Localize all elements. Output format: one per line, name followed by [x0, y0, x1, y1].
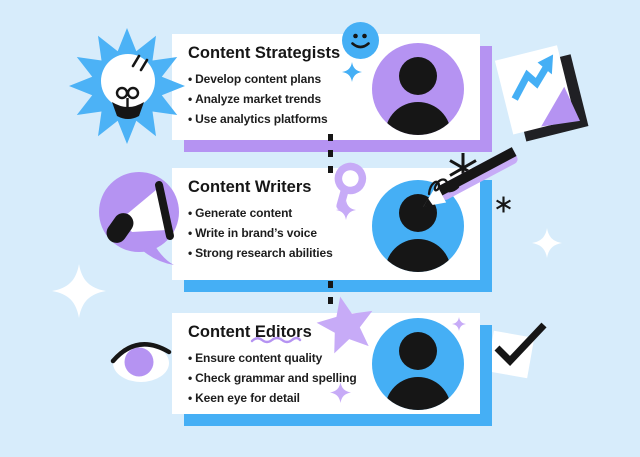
bullet-marker: •: [188, 246, 193, 260]
bullet-text: Write in brand’s voice: [195, 226, 317, 240]
asterisk-icon: [495, 196, 512, 213]
bullet-item: •Generate content: [188, 203, 480, 223]
scribble-icon: [426, 174, 462, 202]
bullet-item: •Use analytics platforms: [188, 109, 480, 129]
sparkle-icon: [330, 382, 351, 403]
bullet-text: Keen eye for detail: [195, 391, 300, 405]
avatar-torso: [385, 102, 451, 135]
sparkle-icon: [532, 228, 562, 258]
bullet-text: Generate content: [195, 206, 293, 220]
bullet-list: •Ensure content quality •Check grammar a…: [188, 348, 480, 408]
bullet-text: Strong research abilities: [195, 246, 333, 260]
dotted-connector: [328, 281, 333, 312]
sparkle-icon: [52, 264, 106, 318]
megaphone-icon: [98, 170, 182, 266]
magnifier-icon: [328, 162, 372, 212]
bullet-item: •Ensure content quality: [188, 348, 480, 368]
role-card-editors: Content Editors •Ensure content quality …: [172, 313, 480, 414]
bullet-item: •Strong research abilities: [188, 243, 480, 263]
trend-chart-icon: [477, 33, 602, 155]
avatar: [372, 318, 464, 410]
bullet-marker: •: [188, 391, 193, 405]
checkmark-icon: [492, 318, 550, 368]
role-card-strategists: Content Strategists •Develop content pla…: [172, 34, 480, 140]
bullet-text: Develop content plans: [195, 72, 322, 86]
dotted-connector: [328, 134, 333, 174]
bullet-item: •Keen eye for detail: [188, 388, 480, 408]
avatar: [372, 43, 464, 135]
sparkle-icon: [452, 317, 466, 331]
role-card-writers: Content Writers •Generate content •Write…: [172, 168, 480, 280]
bullet-item: •Analyze market trends: [188, 89, 480, 109]
card-title: Content Strategists: [188, 44, 341, 62]
bullet-marker: •: [188, 226, 193, 240]
bullet-marker: •: [188, 112, 193, 126]
card-title: Content Editors: [188, 323, 312, 341]
smiley-icon: [342, 22, 379, 59]
bullet-marker: •: [188, 72, 193, 86]
avatar-head: [399, 332, 437, 370]
bullet-marker: •: [188, 351, 193, 365]
sparkle-icon: [336, 200, 356, 220]
bullet-text: Check grammar and spelling: [195, 371, 357, 385]
sparkle-icon: [342, 62, 362, 82]
avatar-head: [399, 57, 437, 95]
squiggle-underline: [250, 334, 302, 344]
bullet-list: •Develop content plans •Analyze market t…: [188, 69, 480, 129]
bullet-text: Ensure content quality: [195, 351, 323, 365]
avatar-torso: [385, 239, 451, 272]
bullet-marker: •: [188, 92, 193, 106]
bullet-marker: •: [188, 206, 193, 220]
lightbulb-starburst-icon: [67, 26, 187, 146]
bullet-item: •Develop content plans: [188, 69, 480, 89]
bullet-item: •Check grammar and spelling: [188, 368, 480, 388]
bullet-item: •Write in brand’s voice: [188, 223, 480, 243]
avatar-torso: [385, 377, 451, 410]
bullet-marker: •: [188, 371, 193, 385]
bullet-text: Use analytics platforms: [195, 112, 328, 126]
star-icon: [315, 293, 377, 355]
bullet-list: •Generate content •Write in brand’s voic…: [188, 203, 480, 263]
bullet-text: Analyze market trends: [195, 92, 322, 106]
card-title: Content Writers: [188, 178, 312, 196]
eye-icon: [108, 332, 172, 384]
